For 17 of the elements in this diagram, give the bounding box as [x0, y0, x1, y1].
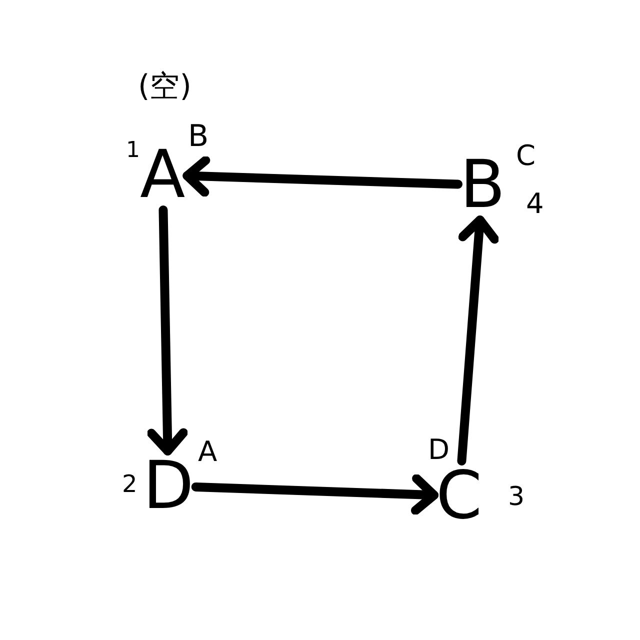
node-letter: C	[436, 463, 482, 529]
annotation-text: 2	[122, 472, 138, 496]
node-letter: A	[140, 142, 186, 208]
annotation-text: B	[188, 122, 209, 152]
annotation-text: A	[198, 438, 218, 466]
node-letter: D	[143, 453, 194, 519]
annotation-text: (空)	[138, 72, 192, 102]
node-letter: B	[460, 152, 506, 218]
arrow	[457, 216, 500, 466]
annotation-text: 3	[508, 484, 525, 510]
arrow	[146, 206, 188, 456]
arrow	[191, 474, 438, 515]
annotation-text: C	[516, 142, 536, 170]
annotation-text: D	[428, 436, 450, 464]
annotation-text: 1	[126, 140, 140, 162]
arrow	[182, 156, 462, 197]
annotation-text: 4	[526, 190, 544, 218]
